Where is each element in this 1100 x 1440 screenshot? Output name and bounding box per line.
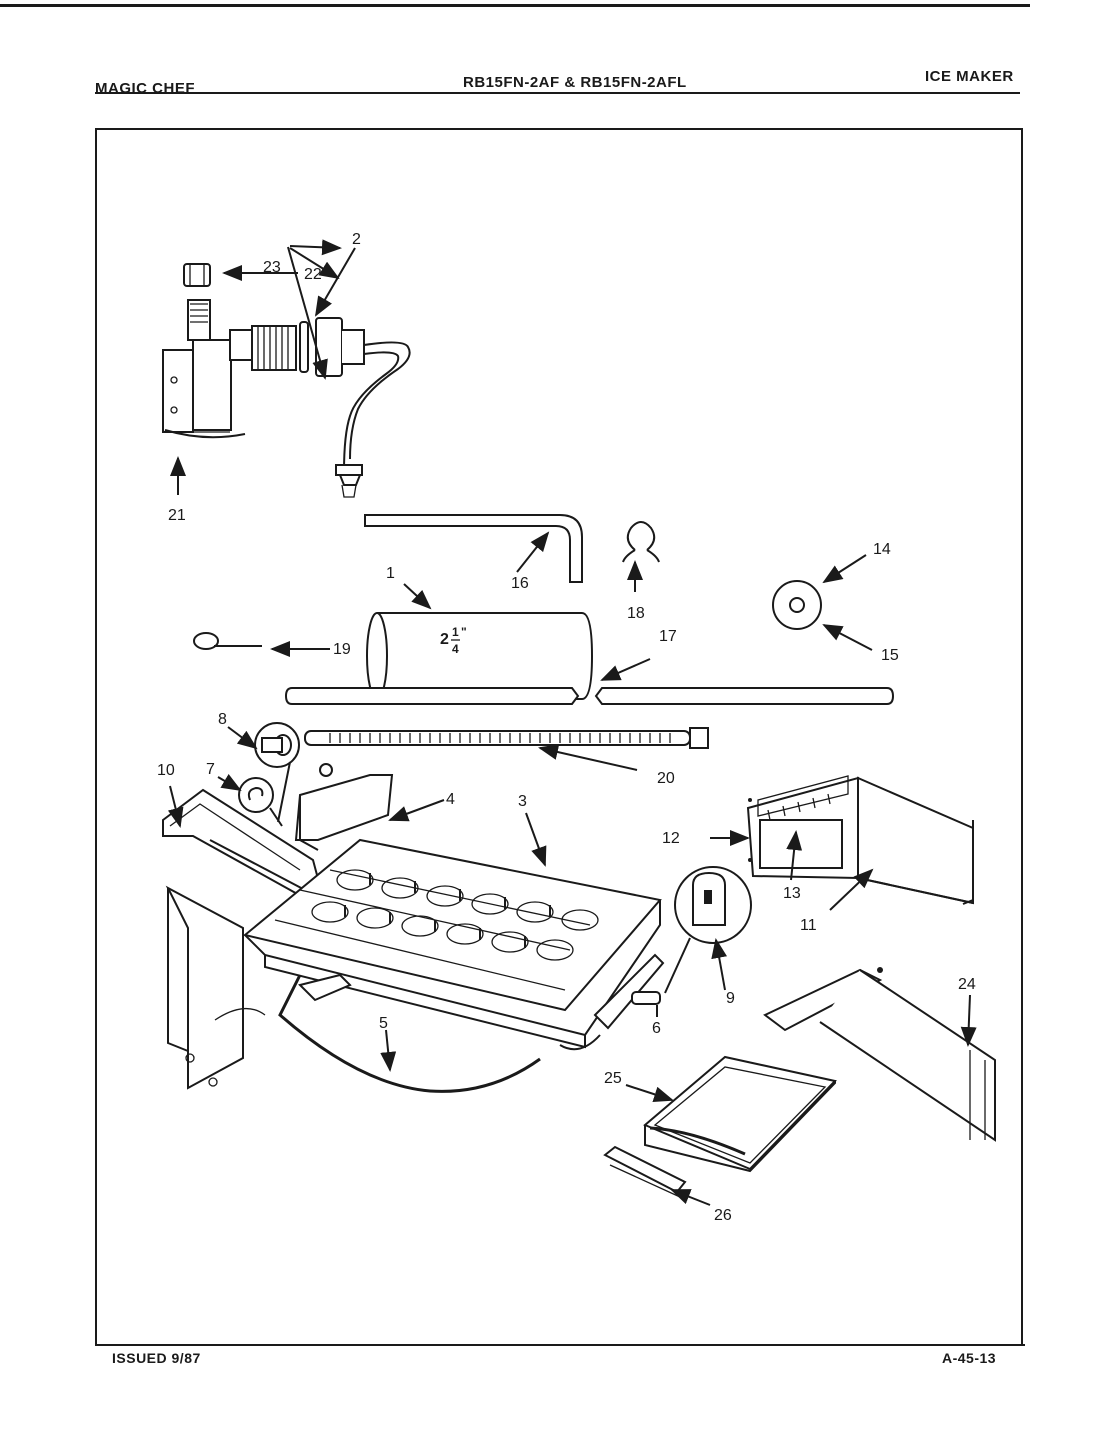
tube-size-whole: 2: [440, 631, 449, 648]
callout-6: 6: [652, 1020, 661, 1037]
ice-deflector: [763, 967, 996, 1142]
end-bearing: [593, 953, 665, 1030]
shutoff-arm: [278, 973, 541, 1093]
callout-13: 13: [783, 885, 801, 902]
callout-7: 7: [206, 761, 215, 778]
callout-2: 2: [352, 231, 361, 248]
callout-5: 5: [379, 1015, 388, 1032]
tube-size-unit: ": [461, 625, 467, 639]
callout-16: 16: [511, 575, 529, 592]
callout-labels: 1 2 3 4 5 6 7 8 9 10 11 12 13 14 15 16 1…: [157, 231, 976, 1224]
header-rule: [95, 92, 1020, 94]
clip-detail: [238, 777, 274, 813]
water-valve: [162, 299, 297, 439]
callout-18: 18: [627, 605, 645, 622]
front-cover: [746, 775, 974, 905]
callout-10: 10: [157, 762, 175, 779]
callout-leaders: [167, 246, 977, 1206]
callout-26: 26: [714, 1207, 732, 1224]
heater-tube: [284, 687, 895, 705]
callout-24: 24: [958, 976, 976, 993]
callout-3: 3: [518, 793, 527, 810]
callout-15: 15: [881, 647, 899, 664]
tube-clamp: [622, 521, 660, 563]
tube-sleeve: 2 1 4 ": [366, 612, 594, 700]
callout-17: 17: [659, 628, 677, 645]
callout-14: 14: [873, 541, 891, 558]
top-edge-rule: [0, 4, 1030, 7]
callout-21: 21: [168, 507, 186, 524]
tube-size-num: 1: [452, 625, 459, 639]
bearing-clip-detail: [664, 866, 752, 994]
model-numbers: RB15FN-2AF & RB15FN-2AFL: [463, 74, 687, 91]
cotter-pin: [193, 632, 262, 650]
fill-tube: [364, 514, 583, 583]
callout-9: 9: [726, 990, 735, 1007]
mounting-bracket: [165, 885, 266, 1090]
valve-housing: [299, 317, 411, 498]
footer-rule: [95, 1344, 1025, 1346]
callout-8: 8: [218, 711, 227, 728]
callout-19: 19: [333, 641, 351, 658]
bushing-detail: [254, 722, 300, 768]
issued-date: ISSUED 9/87: [112, 1350, 201, 1366]
cable-tie: [304, 727, 709, 749]
page-code: A-45-13: [942, 1350, 997, 1366]
ice-mold: [242, 838, 662, 1051]
callout-20: 20: [657, 770, 675, 787]
callout-25: 25: [604, 1070, 622, 1087]
callout-1: 1: [386, 565, 395, 582]
ice-bin: [643, 1055, 837, 1173]
washer: [772, 580, 822, 630]
callout-22: 22: [304, 266, 322, 283]
ice-maker-head: [294, 763, 394, 851]
callout-12: 12: [662, 830, 680, 847]
tube-size-den: 4: [452, 642, 459, 656]
callout-4: 4: [446, 791, 455, 808]
section-title: ICE MAKER: [925, 68, 1014, 85]
callout-11: 11: [800, 917, 817, 934]
callout-23: 23: [263, 259, 281, 276]
bin-slide: [603, 1145, 687, 1198]
fitting-nut: [183, 263, 211, 287]
callout-23-leaders: [289, 239, 342, 280]
diagram-frame: [95, 128, 1023, 1344]
